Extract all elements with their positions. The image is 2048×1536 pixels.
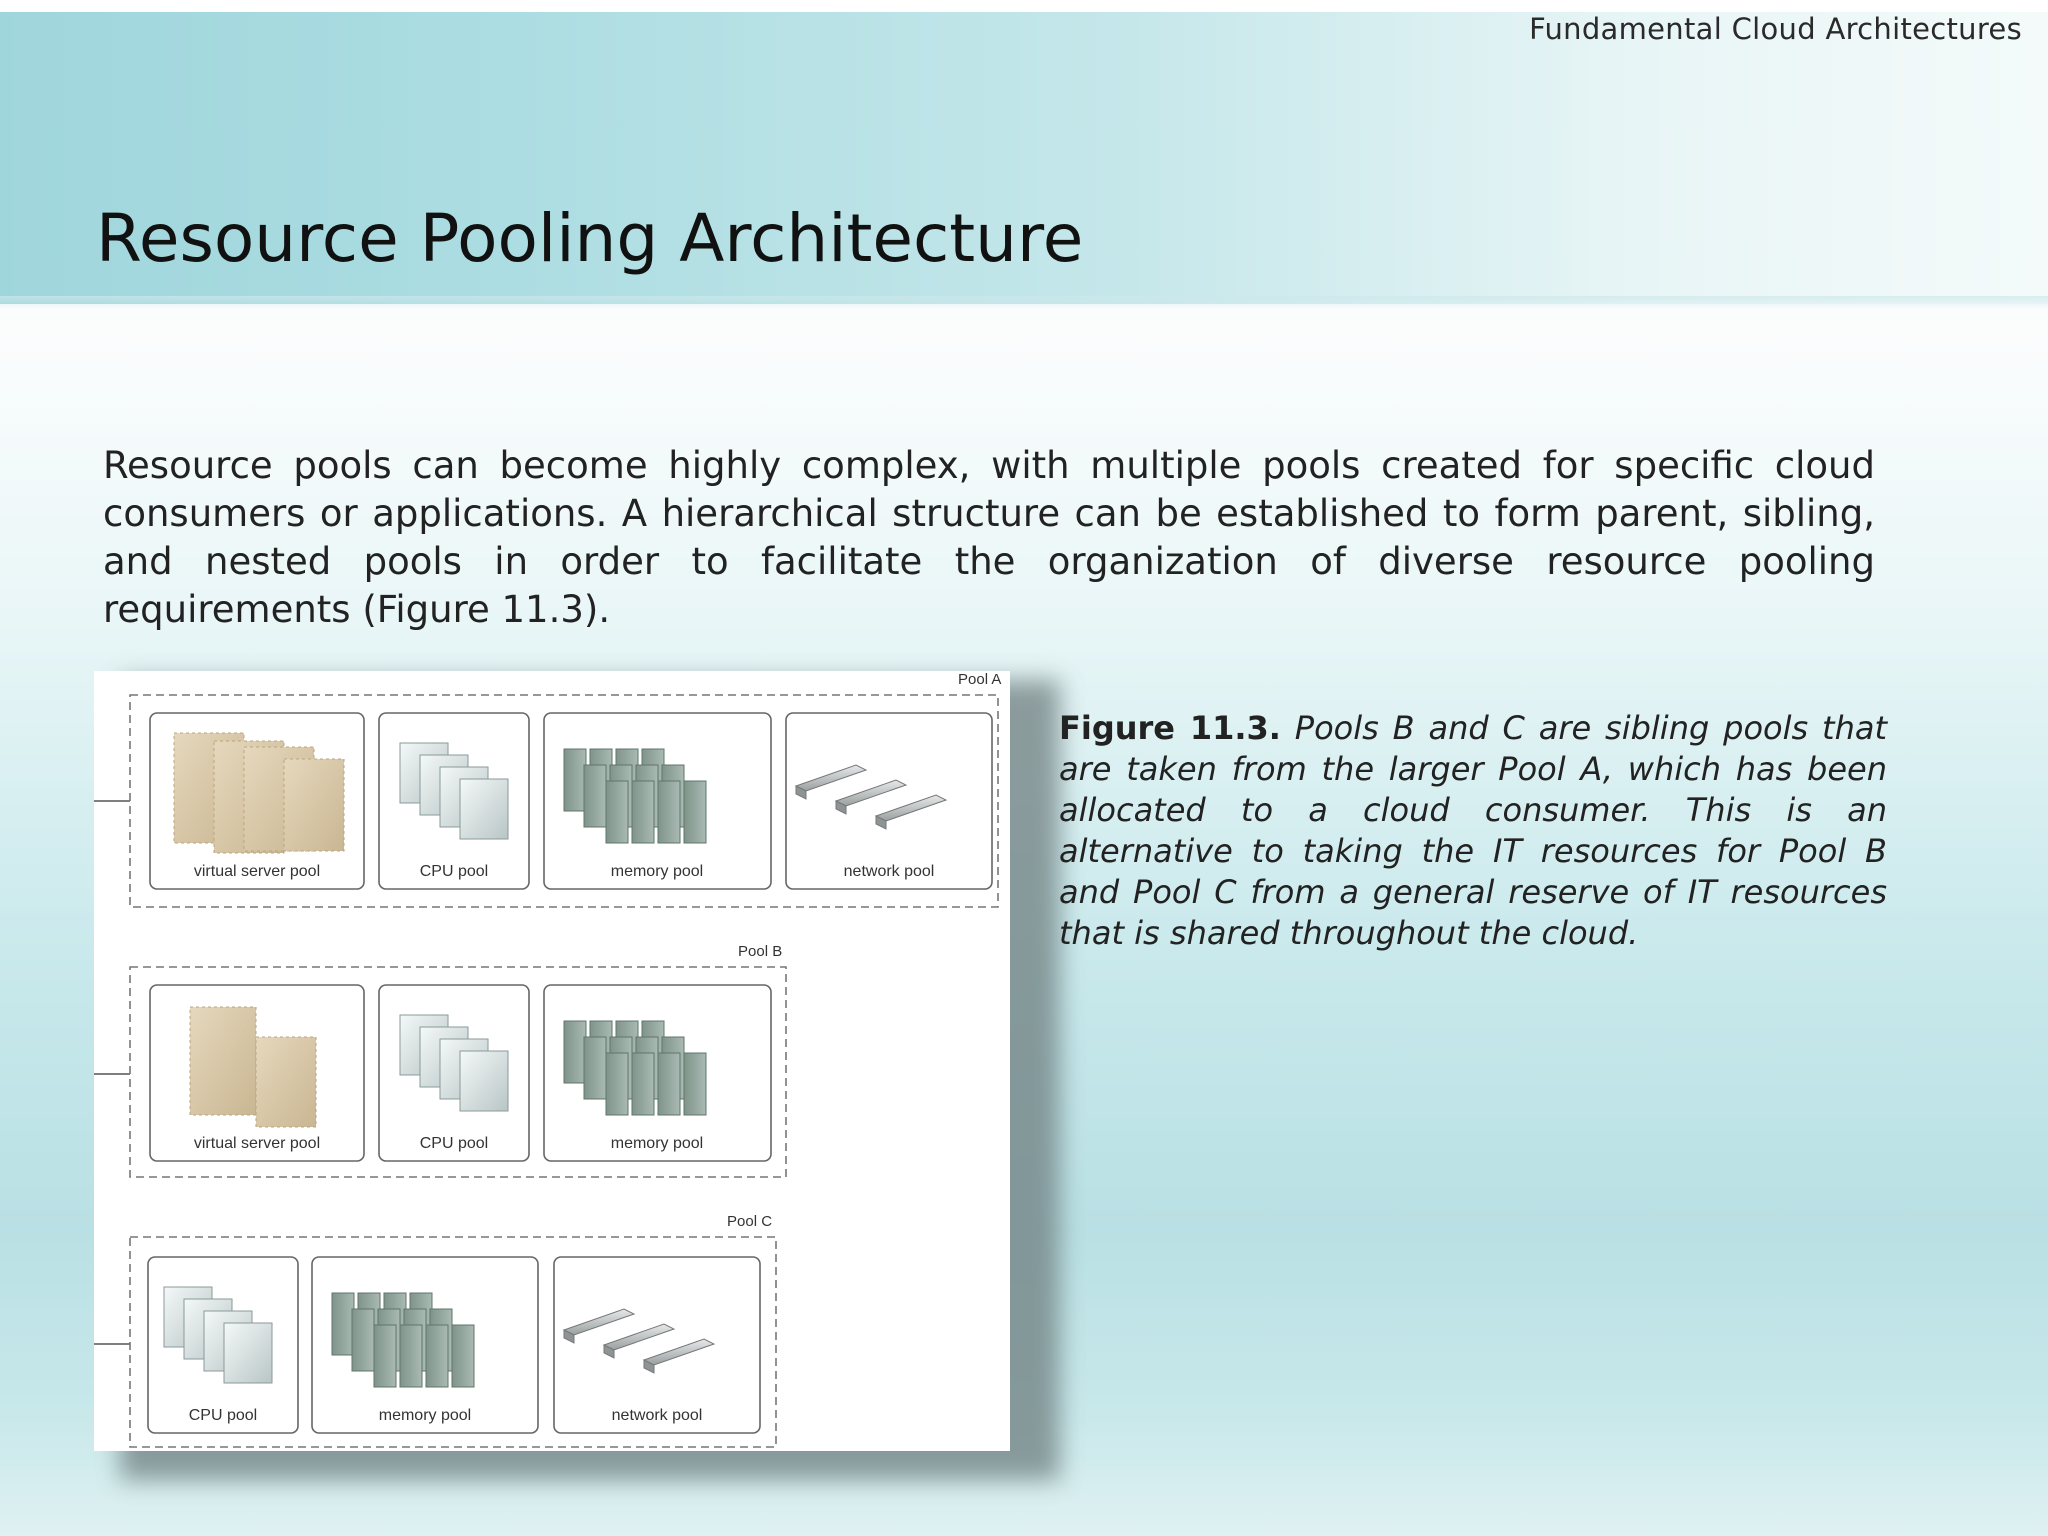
intro-paragraph: Resource pools can become highly complex… — [103, 444, 1875, 631]
memory-pool-card: memory pool — [543, 712, 772, 890]
cpu-pool-card: CPU pool — [378, 712, 530, 890]
network-pool-card: network pool — [553, 1256, 761, 1434]
item-label: memory pool — [611, 1135, 703, 1152]
network-icon — [794, 764, 948, 830]
slide-title: Resource Pooling Architecture — [96, 200, 1084, 277]
header-fade — [0, 296, 2048, 310]
cpu-icon — [399, 742, 509, 840]
memory-pool-card: memory pool — [311, 1256, 539, 1434]
item-label: CPU pool — [189, 1407, 257, 1424]
caption-text: Pools B and C are sibling pools that are… — [1059, 709, 1888, 952]
cpu-pool-card: CPU pool — [378, 984, 530, 1162]
header-band — [0, 12, 2048, 304]
memory-icon — [563, 748, 707, 844]
item-label: CPU pool — [420, 1135, 488, 1152]
virtual-server-icon — [189, 1006, 317, 1128]
item-label: virtual server pool — [194, 863, 320, 880]
virtual-server-pool-card: virtual server pool — [149, 984, 365, 1162]
pool-a-label: Pool A — [958, 671, 1001, 688]
item-label: network pool — [844, 863, 935, 880]
memory-icon — [563, 1020, 707, 1116]
cpu-pool-card: CPU pool — [147, 1256, 299, 1434]
hierarchy-connectors — [94, 800, 130, 1345]
item-label: virtual server pool — [194, 1135, 320, 1152]
figure-diagram: Pool A virtual server pool — [94, 671, 1010, 1451]
section-title: Fundamental Cloud Architectures — [1529, 12, 2022, 46]
caption-lead: Figure 11.3. — [1059, 709, 1281, 747]
item-label: memory pool — [379, 1407, 471, 1424]
virtual-server-icon — [173, 732, 345, 854]
network-pool-card: network pool — [785, 712, 993, 890]
item-label: network pool — [612, 1407, 703, 1424]
pool-b: Pool B virtual server pool CPU pool — [129, 943, 787, 1178]
item-label: memory pool — [611, 863, 703, 880]
pool-c: Pool C CPU pool — [129, 1213, 777, 1448]
pool-b-label: Pool B — [738, 943, 782, 960]
cpu-icon — [399, 1014, 509, 1112]
memory-pool-card: memory pool — [543, 984, 772, 1162]
network-icon — [562, 1308, 716, 1374]
cpu-icon — [163, 1286, 273, 1384]
virtual-server-pool-card: virtual server pool — [149, 712, 365, 890]
pool-c-label: Pool C — [727, 1213, 772, 1230]
pool-a: Pool A virtual server pool — [129, 671, 1001, 908]
memory-icon — [331, 1292, 475, 1388]
item-label: CPU pool — [420, 863, 488, 880]
figure-caption: Figure 11.3. Pools B and C are sibling p… — [1059, 708, 1887, 954]
